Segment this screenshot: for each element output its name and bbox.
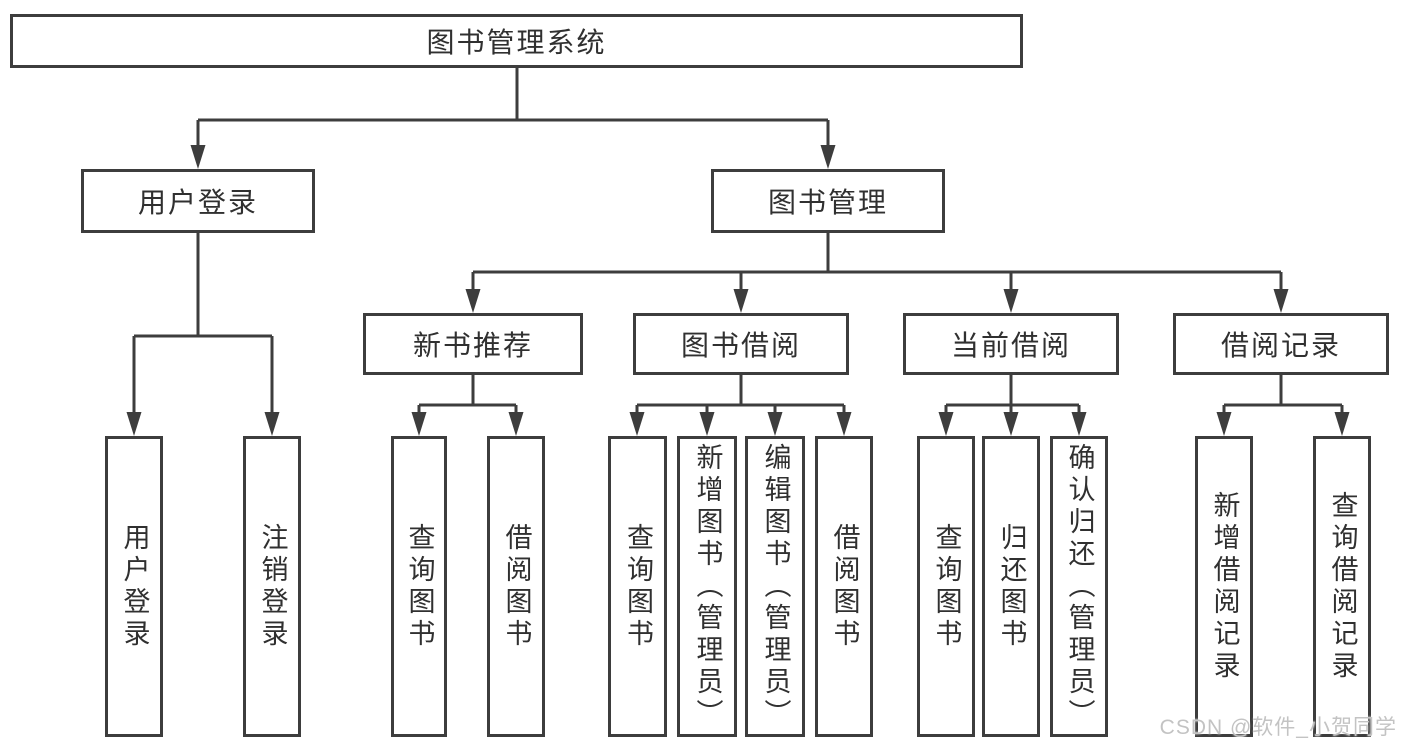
- leaf-logout: 注销登录: [243, 436, 301, 737]
- arrow-icon: [1071, 412, 1087, 436]
- arrow-icon: [190, 145, 206, 169]
- arrow-icon: [508, 412, 524, 436]
- leaf-borrow-edit-admin: 编辑图书（管理员）: [745, 436, 805, 737]
- node-book-mgmt: 图书管理: [711, 169, 945, 233]
- node-book-borrow: 图书借阅: [633, 313, 849, 375]
- connector-records-to-leaves: [1222, 375, 1344, 416]
- csdn-watermark: CSDN @软件_小贺同学: [1159, 716, 1397, 739]
- arrow-icon: [1273, 289, 1289, 313]
- node-user-login: 用户登录: [81, 169, 315, 233]
- arrow-icon: [1216, 412, 1232, 436]
- node-root: 图书管理系统: [10, 14, 1023, 68]
- arrow-icon: [820, 145, 836, 169]
- leaf-borrow-query: 查询图书: [608, 436, 667, 737]
- arrow-icon: [126, 412, 142, 436]
- leaf-current-confirm-admin: 确认归还（管理员）: [1050, 436, 1108, 737]
- arrow-icon: [767, 412, 783, 436]
- leaf-newbooks-query: 查询图书: [391, 436, 447, 737]
- arrow-icon: [264, 412, 280, 436]
- arrow-icon: [629, 412, 645, 436]
- leaf-borrow-add-admin: 新增图书（管理员）: [677, 436, 737, 737]
- arrow-icon: [836, 412, 852, 436]
- connector-login-to-leaves: [132, 233, 274, 416]
- arrow-icon: [1003, 289, 1019, 313]
- arrowheads: [126, 145, 1350, 436]
- leaf-current-query: 查询图书: [917, 436, 975, 737]
- leaf-records-query: 查询借阅记录: [1313, 436, 1371, 737]
- node-borrow-records: 借阅记录: [1173, 313, 1389, 375]
- leaf-user-login: 用户登录: [105, 436, 163, 737]
- arrow-icon: [465, 289, 481, 313]
- arrow-icon: [1003, 412, 1019, 436]
- node-new-books: 新书推荐: [363, 313, 583, 375]
- arrow-icon: [411, 412, 427, 436]
- leaf-borrow-borrow: 借阅图书: [815, 436, 873, 737]
- arrow-icon: [733, 289, 749, 313]
- connector-currentborrow-to-leaves: [944, 375, 1081, 416]
- arrow-icon: [938, 412, 954, 436]
- connector-newbooks-to-leaves: [417, 375, 518, 416]
- connector-bookborrow-to-leaves: [635, 375, 846, 416]
- node-current-borrow: 当前借阅: [903, 313, 1119, 375]
- leaf-newbooks-borrow: 借阅图书: [487, 436, 545, 737]
- connector-root-to-level2: [196, 68, 830, 149]
- leaf-records-add: 新增借阅记录: [1195, 436, 1253, 737]
- leaf-current-return: 归还图书: [982, 436, 1040, 737]
- arrow-icon: [1334, 412, 1350, 436]
- connector-mgmt-to-level3: [471, 233, 1283, 293]
- arrow-icon: [699, 412, 715, 436]
